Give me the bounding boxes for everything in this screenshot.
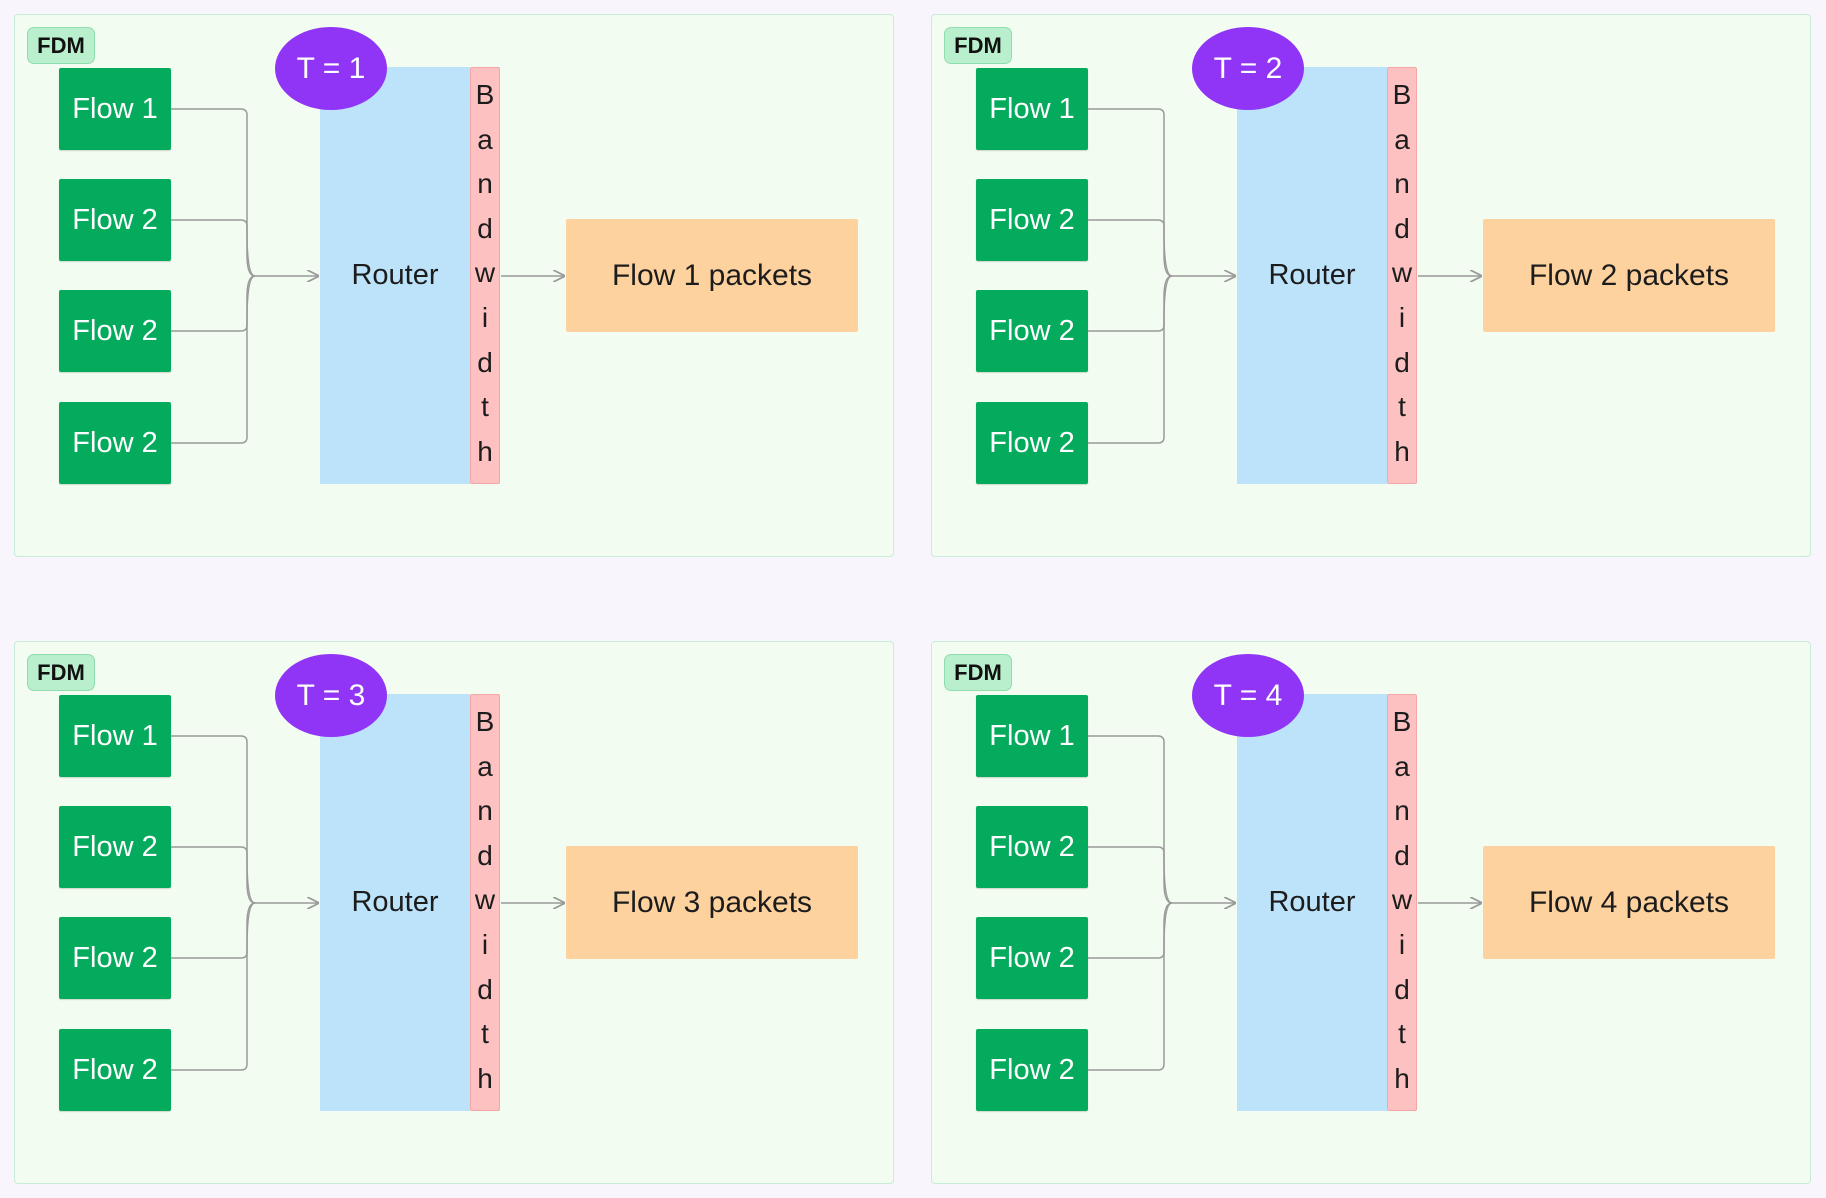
bandwidth-letter: n [1394,168,1410,200]
bandwidth-letter: i [481,928,489,960]
bandwidth-letter: d [477,346,493,378]
router-block: Router [320,694,470,1111]
bandwidth-letter: a [477,123,493,155]
flow-box: Flow 2 [976,290,1088,372]
time-step-badge: T = 1 [275,27,387,110]
router-block: Router [1237,67,1387,484]
output-packets-box: Flow 3 packets [566,846,858,959]
panel: FDM Flow 1 Flow 2 Flow 2 Flow 2 Router B… [931,641,1811,1184]
bandwidth-letter: t [481,391,489,423]
output-packets-box: Flow 2 packets [1483,219,1775,332]
panel: FDM Flow 1 Flow 2 Flow 2 Flow 2 Router B… [14,641,894,1184]
fdm-badge: FDM [27,27,95,64]
flow-box: Flow 2 [976,806,1088,888]
bandwidth-letter: i [1398,301,1406,333]
flow-box: Flow 1 [976,695,1088,777]
bandwidth-letter: t [481,1018,489,1050]
bandwidth-bar: B a n d w i d t h [1387,694,1417,1111]
flow-box: Flow 2 [59,917,171,999]
bandwidth-letter: i [481,301,489,333]
bandwidth-letter: d [1394,346,1410,378]
bandwidth-letter: h [477,1062,493,1094]
flow-box: Flow 2 [59,402,171,484]
bandwidth-letter: d [1394,212,1410,244]
bandwidth-letter: w [474,884,496,916]
router-block: Router [320,67,470,484]
bandwidth-letter: t [1398,1018,1406,1050]
flow-box: Flow 2 [59,1029,171,1111]
bandwidth-letter: t [1398,391,1406,423]
bandwidth-letter: i [1398,928,1406,960]
bandwidth-letter: w [474,257,496,289]
bandwidth-letter: B [1392,79,1412,110]
flow-connectors [171,108,895,444]
bandwidth-letter: B [475,706,495,737]
time-step-badge: T = 3 [275,654,387,737]
flow-box: Flow 2 [59,179,171,261]
flow-box: Flow 1 [59,695,171,777]
bandwidth-letter: B [475,79,495,110]
bandwidth-bar: B a n d w i d t h [1387,67,1417,484]
bandwidth-letter: h [477,435,493,467]
panel: FDM Flow 1 Flow 2 Flow 2 Flow 2 Router B… [14,14,894,557]
bandwidth-letter: n [477,795,493,827]
bandwidth-bar: B a n d w i d t h [470,694,500,1111]
bandwidth-letter: h [1394,435,1410,467]
bandwidth-letter: a [477,750,493,782]
bandwidth-letter: d [1394,839,1410,871]
flow-connectors [171,735,895,1071]
bandwidth-letter: n [477,168,493,200]
flow-connectors [1088,735,1812,1071]
panel: FDM Flow 1 Flow 2 Flow 2 Flow 2 Router B… [931,14,1811,557]
flow-box: Flow 1 [976,68,1088,150]
bandwidth-letter: n [1394,795,1410,827]
flow-box: Flow 2 [976,1029,1088,1111]
fdm-badge: FDM [27,654,95,691]
bandwidth-letter: a [1394,750,1410,782]
flow-box: Flow 2 [59,290,171,372]
fdm-badge: FDM [944,27,1012,64]
bandwidth-letter: w [1391,257,1413,289]
flow-box: Flow 2 [976,917,1088,999]
flow-connectors [1088,108,1812,444]
flow-box: Flow 2 [976,179,1088,261]
fdm-badge: FDM [944,654,1012,691]
flow-box: Flow 1 [59,68,171,150]
time-step-badge: T = 2 [1192,27,1304,110]
flow-box: Flow 2 [976,402,1088,484]
router-block: Router [1237,694,1387,1111]
time-step-badge: T = 4 [1192,654,1304,737]
bandwidth-letter: a [1394,123,1410,155]
bandwidth-letter: B [1392,706,1412,737]
bandwidth-letter: d [477,839,493,871]
output-packets-box: Flow 4 packets [1483,846,1775,959]
bandwidth-letter: w [1391,884,1413,916]
output-packets-box: Flow 1 packets [566,219,858,332]
flow-box: Flow 2 [59,806,171,888]
bandwidth-letter: d [477,973,493,1005]
bandwidth-letter: d [1394,973,1410,1005]
bandwidth-letter: d [477,212,493,244]
bandwidth-bar: B a n d w i d t h [470,67,500,484]
bandwidth-letter: h [1394,1062,1410,1094]
